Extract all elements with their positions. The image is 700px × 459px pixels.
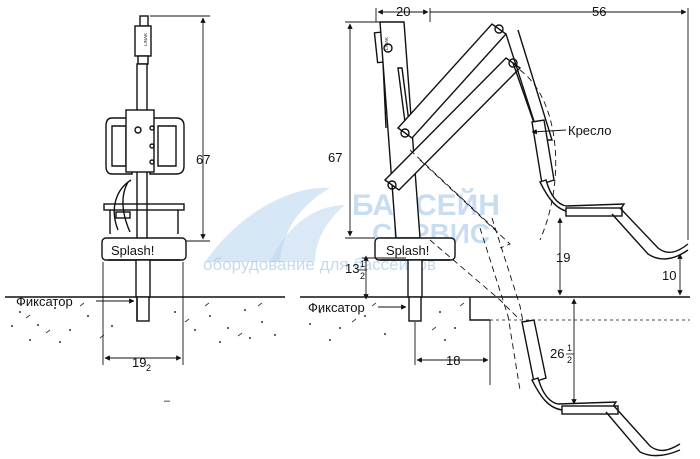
- concrete-left: [11, 307, 276, 343]
- dim-base-right: 18: [446, 353, 460, 368]
- dimension-base-right: [414, 320, 491, 385]
- device-tag-left: LINAK: [143, 33, 148, 46]
- dimension-reach: [430, 8, 689, 240]
- dimension-socket: [362, 255, 406, 300]
- dim-top-width: 20: [396, 4, 410, 19]
- lowered-seat: [521, 319, 681, 457]
- dimension-height-right: [345, 21, 380, 239]
- dim-seat-drop: 10: [662, 268, 676, 283]
- concrete-right-marks: [351, 302, 465, 331]
- dim-seat-height: 19: [556, 250, 570, 265]
- dim-socket-whole: 13: [345, 261, 359, 276]
- fixator-right-label: Фиксатор: [308, 300, 365, 315]
- concrete-right: [309, 311, 456, 341]
- dimension-base-left: [102, 262, 184, 365]
- watermark-line1: БАССЕЙН: [352, 188, 500, 222]
- dim-base-left-whole: 19: [132, 355, 146, 370]
- dim-reach: 56: [592, 4, 606, 19]
- dim-socket-num: 1: [360, 259, 365, 269]
- seat-label: Кресло: [568, 123, 612, 138]
- brand-plate-right: Splash!: [386, 243, 429, 258]
- dim-depth-num: 1: [567, 343, 572, 353]
- dim-depth-whole: 26: [550, 346, 564, 361]
- front-view: [101, 15, 187, 322]
- dim-depth-den: 2: [567, 355, 572, 365]
- fixator-left-label: Фиксатор: [16, 294, 73, 309]
- dim-height-right: 67: [328, 150, 342, 165]
- seat-leader: [531, 129, 567, 135]
- device-tag-right: LINAK: [384, 37, 389, 50]
- dash-mark: –: [164, 395, 171, 407]
- dimension-top-width: [375, 8, 431, 22]
- dimension-height-left: [150, 15, 210, 242]
- side-view: [373, 21, 689, 322]
- dim-base-left-frac: 2: [146, 363, 151, 373]
- dim-socket-den: 2: [360, 271, 365, 281]
- brand-plate-left: Splash!: [111, 243, 154, 258]
- dim-height-left: 67: [196, 152, 210, 167]
